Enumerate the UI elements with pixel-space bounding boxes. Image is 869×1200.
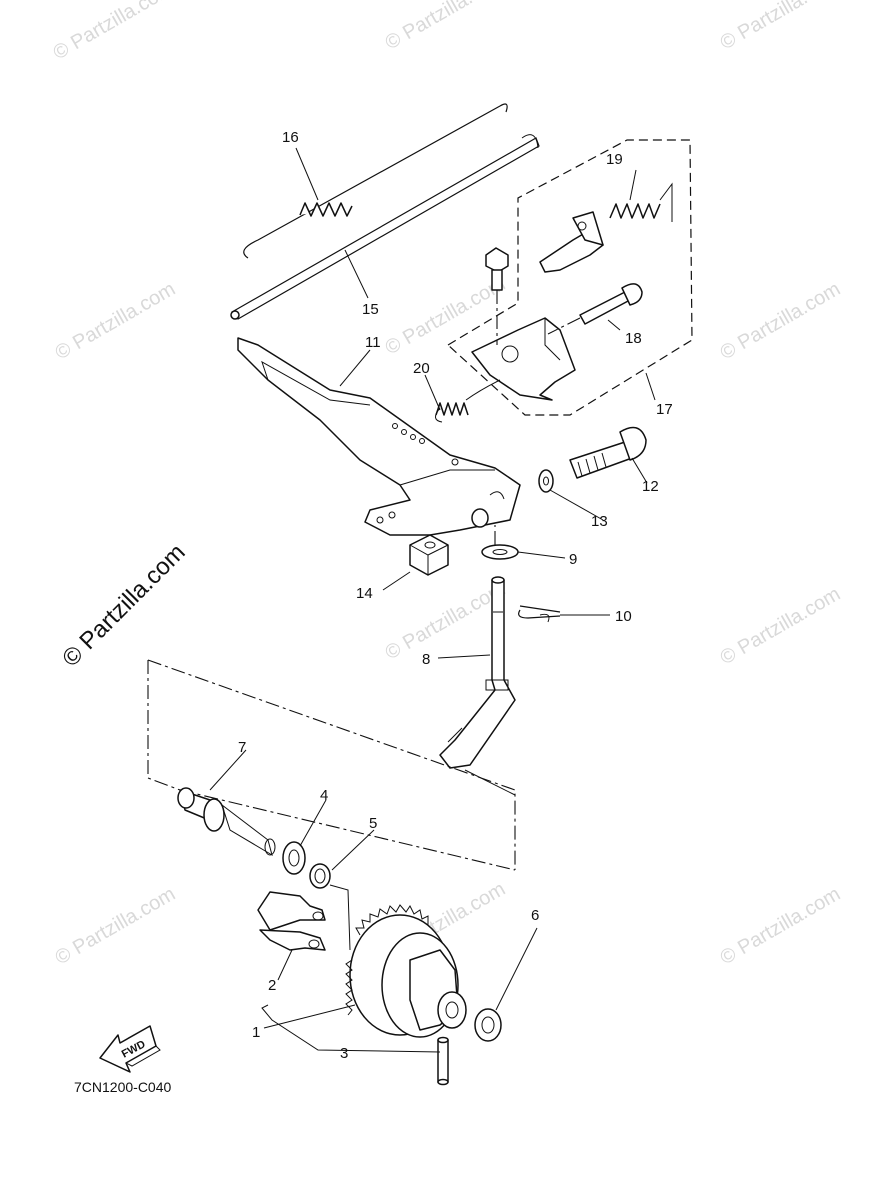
- bracket-assembly-outline: [446, 139, 693, 416]
- governor-shaft: [439, 576, 516, 769]
- watermark: © Partzilla.com: [52, 883, 180, 969]
- watermark: © Partzilla.com: [717, 0, 845, 54]
- control-lever: [237, 337, 521, 536]
- callout-3[interactable]: 3: [340, 1045, 348, 1062]
- callout-20[interactable]: 20: [413, 360, 430, 377]
- leader-lines: [209, 147, 656, 1053]
- callout-17[interactable]: 17: [656, 401, 673, 418]
- watermark: © Partzilla.com: [52, 278, 180, 364]
- callout-4[interactable]: 4: [320, 787, 328, 804]
- gear-washer: [474, 1008, 502, 1042]
- governor-weights: [257, 891, 326, 951]
- watermark: © Partzilla.com: [382, 578, 510, 664]
- pivot-washer: [538, 469, 554, 493]
- watermark: © Partzilla.com: [382, 0, 510, 54]
- callout-labels: 1 2 3 4 5 6 7 8 9 10 11 12 13 14 15 16 1…: [238, 129, 673, 1062]
- pivot-bolt: [569, 426, 647, 479]
- callout-16[interactable]: 16: [282, 129, 299, 146]
- watermark: © Partzilla.com: [717, 883, 845, 969]
- callout-1[interactable]: 1: [252, 1024, 260, 1041]
- callout-5[interactable]: 5: [369, 815, 377, 832]
- callout-11[interactable]: 11: [365, 334, 381, 351]
- governor-gear: [345, 904, 467, 1038]
- dowel-pin: [437, 1036, 449, 1086]
- square-nut: [409, 534, 449, 576]
- callout-13[interactable]: 13: [591, 513, 608, 530]
- cotter-pin: [518, 605, 561, 623]
- shaft-washer: [481, 544, 519, 560]
- fwd-arrow-icon: [99, 1025, 157, 1073]
- watermark-feature: © Partzilla.com: [57, 539, 190, 672]
- watermark: © Partzilla.com: [717, 583, 845, 669]
- governor-rod: [230, 134, 540, 320]
- callout-8[interactable]: 8: [422, 651, 430, 668]
- bracket-assembly: [471, 182, 673, 401]
- callout-10[interactable]: 10: [615, 608, 632, 625]
- callout-2[interactable]: 2: [268, 977, 276, 994]
- callout-6[interactable]: 6: [531, 907, 539, 924]
- callout-9[interactable]: 9: [569, 551, 577, 568]
- diagram-code: 7CN1200-C040: [74, 1079, 171, 1095]
- return-spring: [435, 379, 501, 423]
- callout-15[interactable]: 15: [362, 301, 379, 318]
- thrust-washer: [282, 841, 306, 875]
- fwd-direction-badge: FWD: [99, 1025, 161, 1073]
- callout-12[interactable]: 12: [642, 478, 659, 495]
- callout-14[interactable]: 14: [356, 585, 373, 602]
- watermark: © Partzilla.com: [50, 0, 178, 64]
- callout-19[interactable]: 19: [606, 151, 623, 168]
- snap-ring: [309, 863, 331, 889]
- governor-spring-long: [243, 103, 508, 259]
- callout-7[interactable]: 7: [238, 739, 246, 756]
- watermark: © Partzilla.com: [717, 278, 845, 364]
- governor-gear-shaft: [177, 787, 276, 857]
- assembly-reference-lines: [147, 659, 516, 871]
- callout-18[interactable]: 18: [625, 330, 642, 347]
